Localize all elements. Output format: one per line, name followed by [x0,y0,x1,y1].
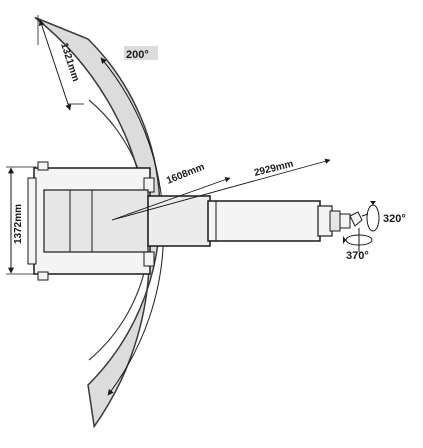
arm-swing-label: 200° [126,49,149,61]
wrist-rotate-label: 320° [383,213,406,225]
robot-arm [147,195,341,247]
outer-reach-dim-line [111,158,331,221]
inner-reach-label: 1608mm [165,162,206,187]
robot-base [27,161,155,281]
base-height-label: 1372mm [13,204,24,244]
wrist-bend-indicator [343,228,373,252]
robot-wrist [339,211,369,229]
wrist-bend-label: 370° [346,250,369,262]
wrist-rotate-indicator [366,201,380,232]
work-envelope-band [34,16,161,429]
inner-reach-dim-line [111,177,231,221]
envelope-width-dim-line [38,19,72,111]
